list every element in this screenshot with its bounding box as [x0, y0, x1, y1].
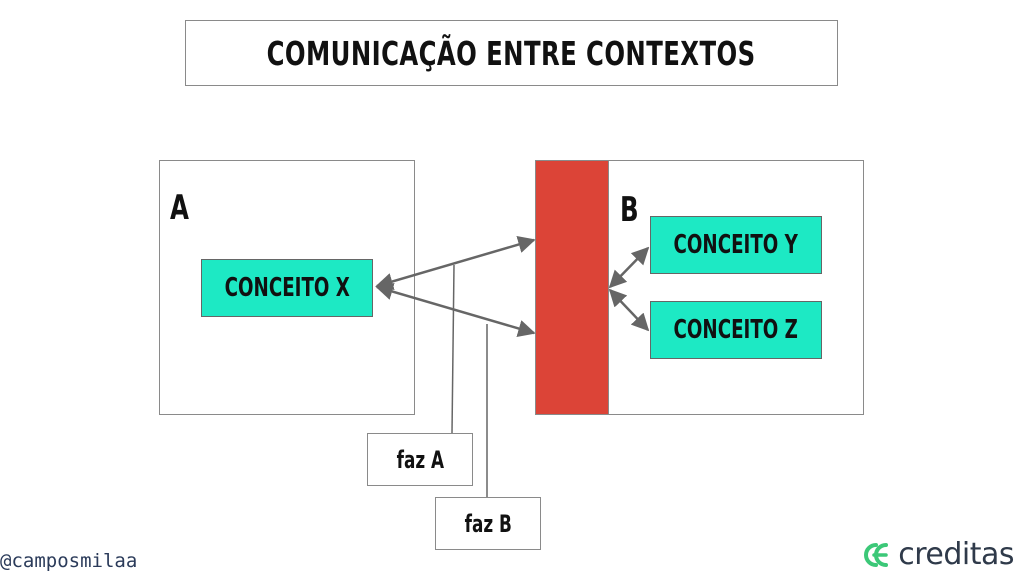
author-handle: @camposmilaa [0, 550, 138, 572]
context-b-label: B [620, 190, 639, 230]
note-a-leader-line [451, 264, 455, 434]
note-faz-b: faz B [435, 497, 541, 550]
concept-y-label: CONCEITO Y [673, 230, 799, 260]
note-faz-b-label: faz B [464, 509, 512, 538]
concept-z-label: CONCEITO Z [673, 315, 799, 345]
anticorruption-layer-bar [535, 160, 609, 415]
concept-x-label: CONCEITO X [224, 273, 350, 303]
note-faz-a-label: faz A [396, 445, 444, 474]
creditas-logo: creditas [852, 537, 1014, 572]
concept-y-box: CONCEITO Y [650, 216, 822, 274]
concept-z-box: CONCEITO Z [650, 301, 822, 359]
context-a-label: A [170, 188, 189, 228]
concept-x-box: CONCEITO X [201, 259, 373, 317]
title-box: COMUNICAÇÃO ENTRE CONTEXTOS [185, 20, 838, 86]
creditas-logo-text: creditas [898, 537, 1014, 572]
note-faz-a: faz A [367, 433, 473, 486]
slide-title: COMUNICAÇÃO ENTRE CONTEXTOS [267, 33, 756, 73]
creditas-logo-icon [864, 542, 889, 567]
